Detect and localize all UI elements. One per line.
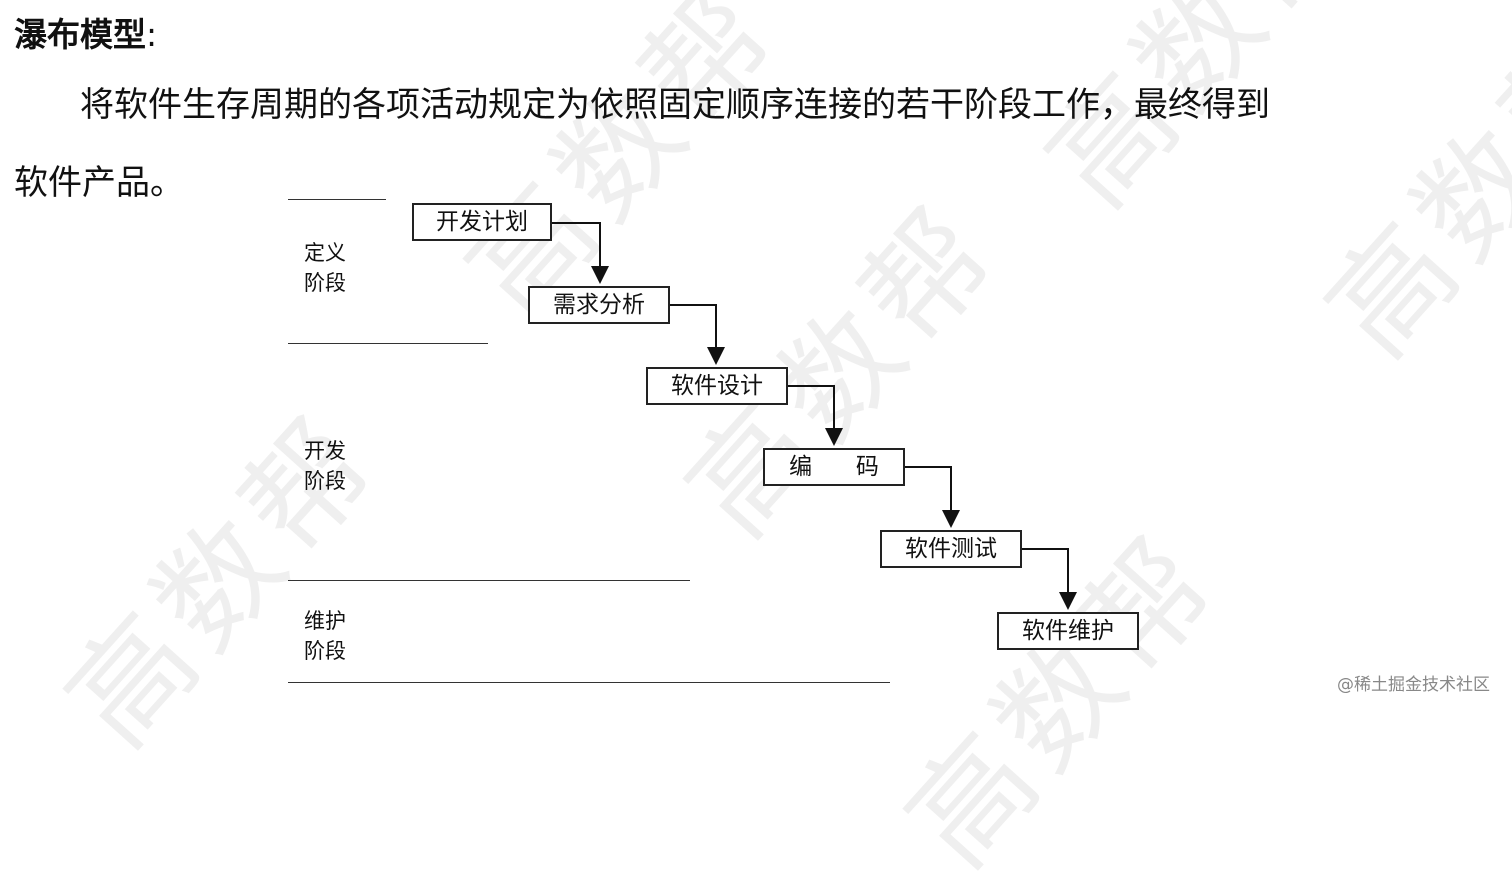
step-box-requirements: 需求分析 xyxy=(528,286,670,324)
phase-label-line: 定义 xyxy=(304,241,346,265)
flow-arrow xyxy=(1022,548,1069,594)
flow-arrow xyxy=(788,385,835,430)
section-heading: 瀑布模型: xyxy=(14,12,157,58)
phase-divider xyxy=(288,343,488,344)
step-box-coding: 编 码 xyxy=(763,448,905,486)
phase-label-definition: 定义 阶段 xyxy=(304,238,364,298)
phase-divider xyxy=(288,580,690,581)
phase-divider xyxy=(288,682,890,683)
flow-arrow xyxy=(905,466,952,512)
arrow-head xyxy=(591,266,609,284)
flow-arrow xyxy=(670,304,717,349)
description-line-1: 将软件生存周期的各项活动规定为依照固定顺序连接的若干阶段工作，最终得到 xyxy=(80,85,1270,125)
step-box-maintenance: 软件维护 xyxy=(997,612,1139,650)
step-box-design: 软件设计 xyxy=(646,367,788,405)
phase-label-development: 开发 阶段 xyxy=(304,436,364,496)
description-line-2: 软件产品。 xyxy=(14,163,184,203)
phase-label-line: 阶段 xyxy=(304,639,346,663)
heading-colon: : xyxy=(146,15,158,54)
step-box-plan: 开发计划 xyxy=(412,203,552,241)
source-credit: @稀土掘金技术社区 xyxy=(1337,675,1490,695)
phase-divider xyxy=(288,199,386,200)
arrow-head xyxy=(1059,592,1077,610)
phase-label-line: 维护 xyxy=(304,609,346,633)
step-box-testing: 软件测试 xyxy=(880,530,1022,568)
phase-label-maintenance: 维护 阶段 xyxy=(304,606,364,666)
phase-label-line: 阶段 xyxy=(304,469,346,493)
flow-arrows xyxy=(552,222,1077,610)
phase-label-line: 阶段 xyxy=(304,271,346,295)
arrow-head xyxy=(942,510,960,528)
heading-title: 瀑布模型 xyxy=(14,15,146,54)
phase-label-line: 开发 xyxy=(304,439,346,463)
flow-arrow xyxy=(552,222,601,268)
arrow-head xyxy=(825,428,843,446)
arrow-head xyxy=(707,347,725,365)
